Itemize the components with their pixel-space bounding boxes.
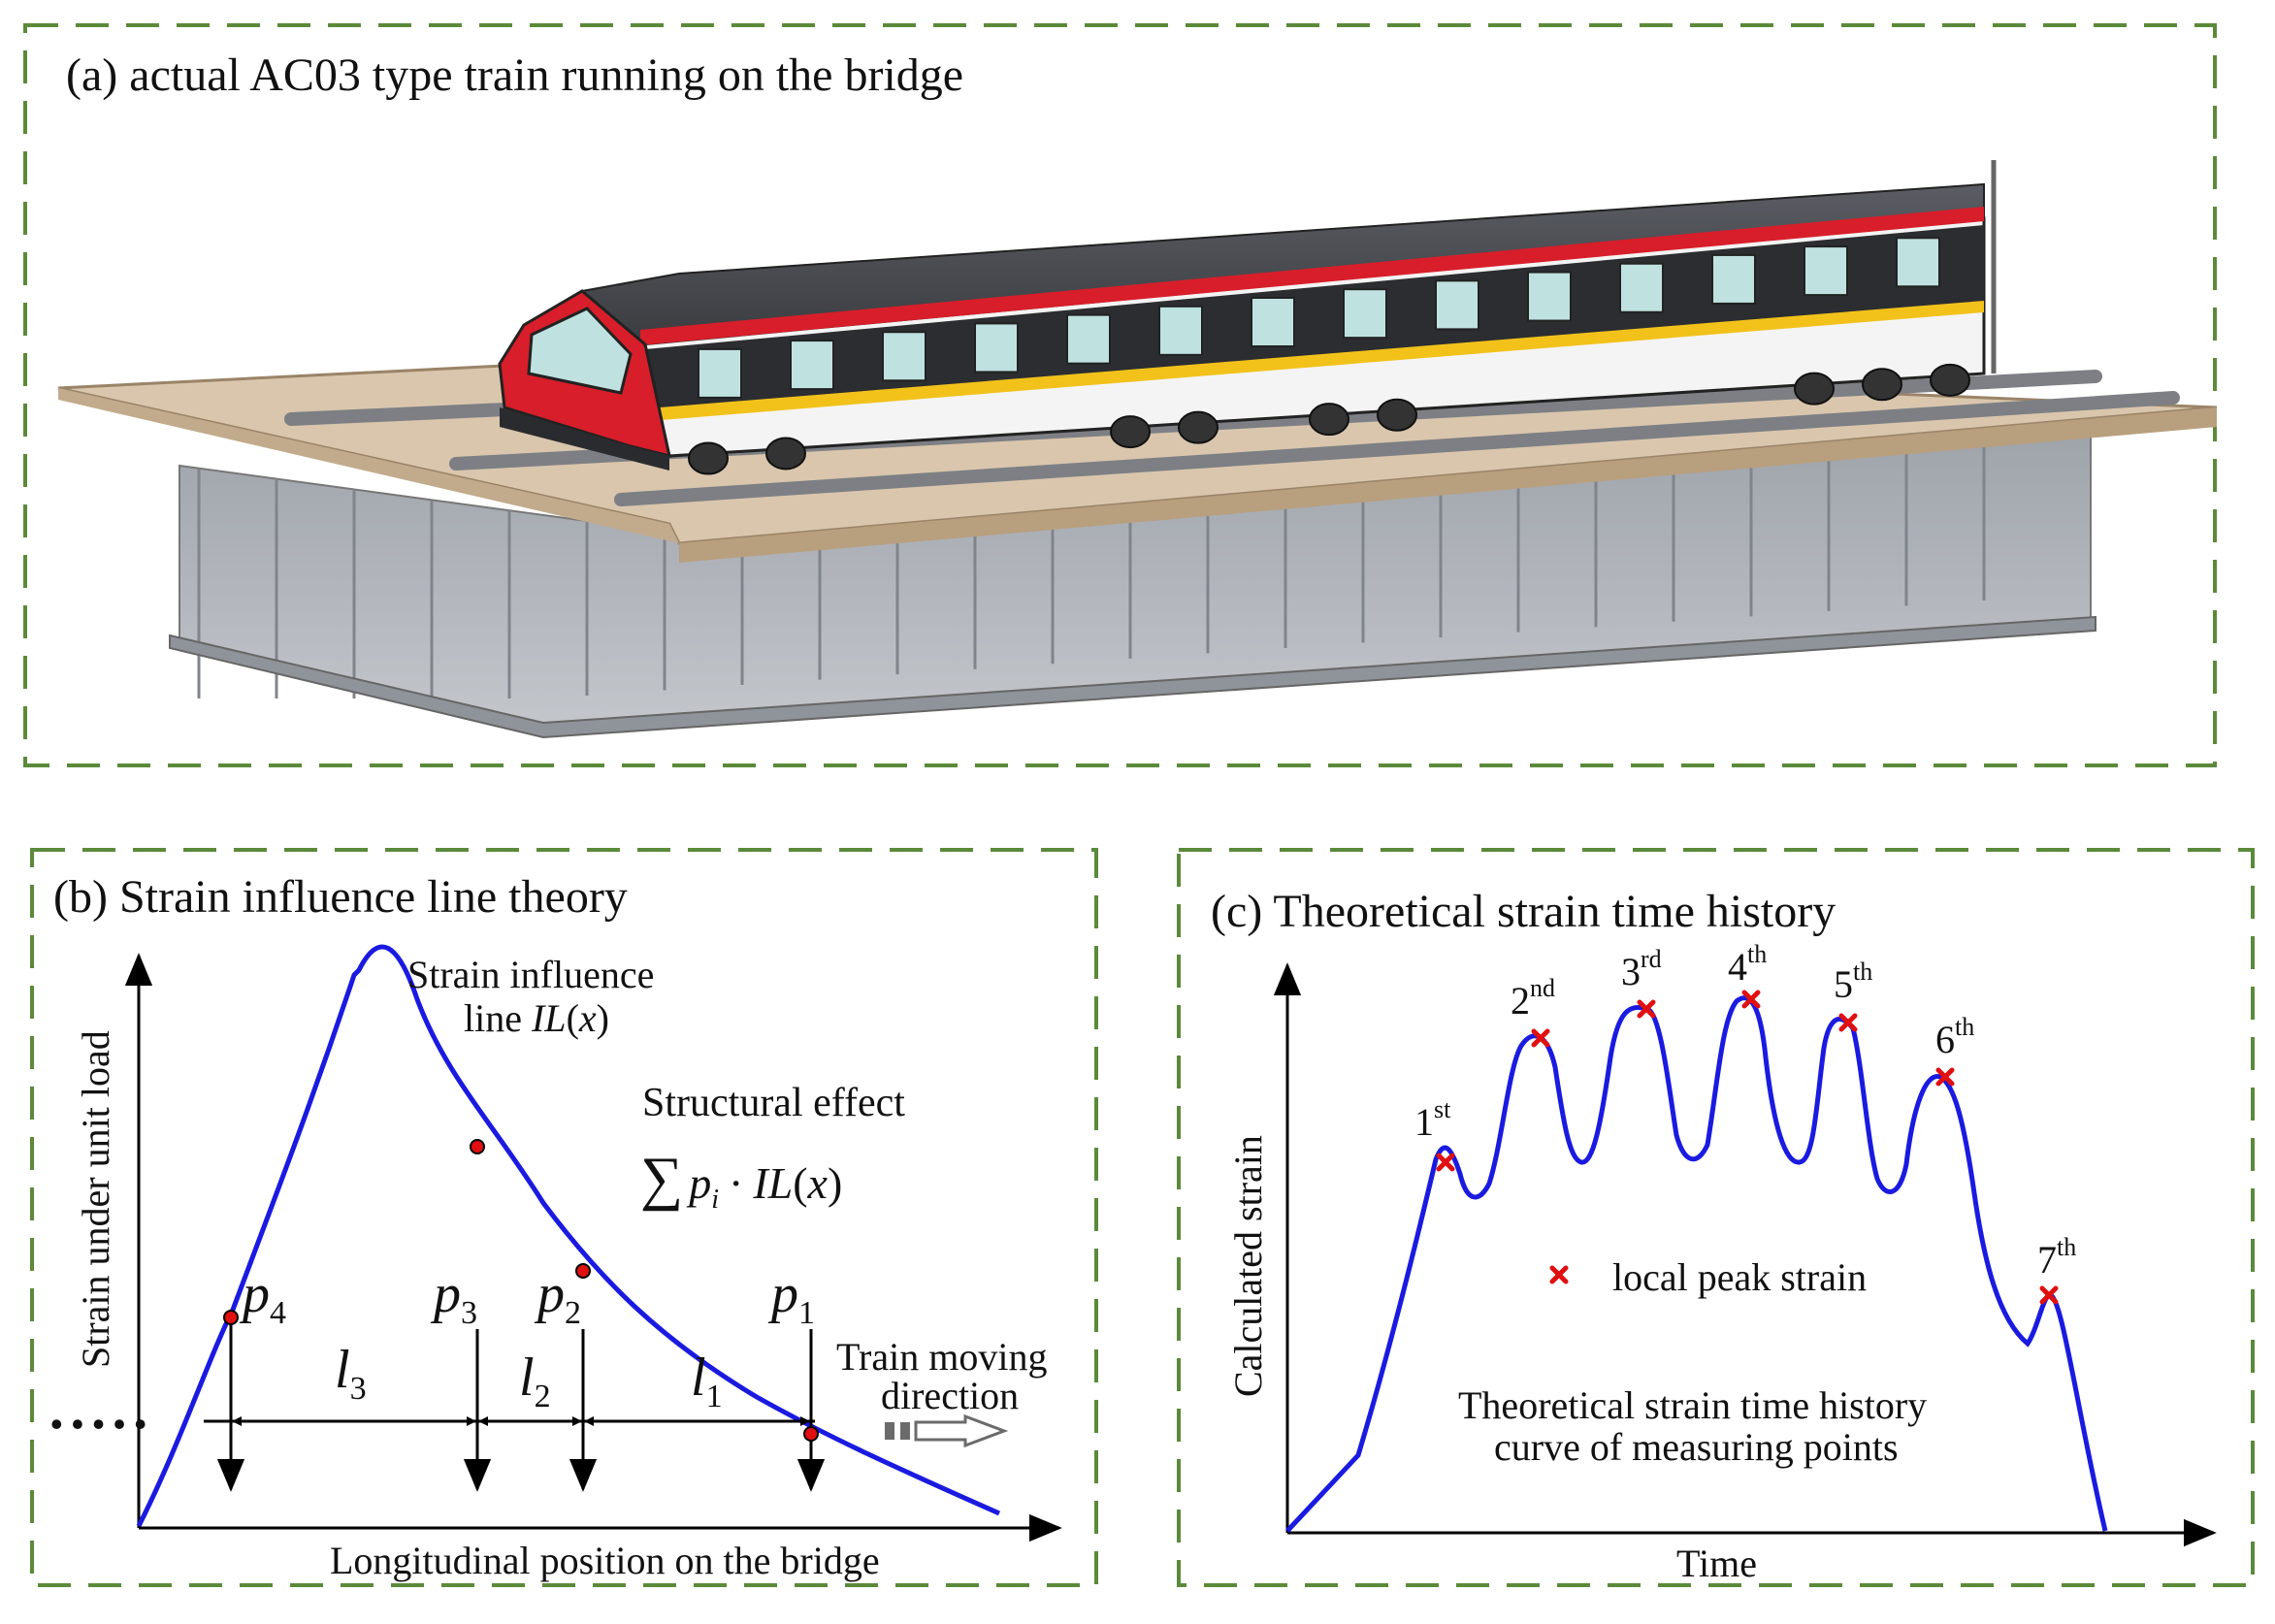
legend-marker-icon xyxy=(1549,1265,1569,1284)
train-window xyxy=(882,331,926,382)
spacing-label-l3: l3 xyxy=(335,1340,367,1407)
train-wheel xyxy=(1794,372,1835,406)
load-label-p3: p3 xyxy=(430,1264,477,1331)
panel-b-y-axis-label: Strain under unit load xyxy=(74,1030,117,1368)
train-wheel xyxy=(1930,363,1970,397)
peak-marker-4 xyxy=(1741,990,1761,1009)
train-window xyxy=(1343,288,1387,340)
strain-time-history-curve xyxy=(1285,995,2108,1533)
train-red-stripe xyxy=(640,207,1984,345)
train-wheel xyxy=(765,437,806,471)
peak-markers xyxy=(1436,990,2059,1305)
spacing-label-l2: l2 xyxy=(519,1348,551,1414)
bridge-deck-edge-right xyxy=(679,407,2217,563)
peak-label-3: 3rd xyxy=(1621,945,1662,993)
direction-label-line2: direction xyxy=(881,1374,1019,1417)
peak-marker-1 xyxy=(1436,1153,1455,1172)
panel-c-y-axis-label: Calculated strain xyxy=(1226,1135,1270,1397)
legend-label: local peak strain xyxy=(1612,1255,1867,1299)
curve-points xyxy=(223,1139,819,1442)
train xyxy=(498,160,1997,475)
train-window xyxy=(1711,253,1756,305)
train-yellow-stripe xyxy=(660,301,1984,420)
curve-point-upper xyxy=(470,1139,485,1154)
peak-label-4: 4th xyxy=(1728,940,1767,989)
panel-b: (b) Strain influence line theory Strain … xyxy=(30,848,1098,1587)
train-wheel xyxy=(1309,403,1349,437)
train-wheel xyxy=(1862,368,1902,402)
curve-label: Strain influence xyxy=(407,953,654,996)
peak-label-5: 5th xyxy=(1834,958,1872,1006)
girder-stiffeners xyxy=(197,434,1986,698)
panel-b-x-axis-label: Longitudinal position on the bridge xyxy=(330,1539,880,1582)
peak-label-6: 6th xyxy=(1935,1013,1974,1061)
train-wheel xyxy=(1377,398,1417,432)
peak-marker-2 xyxy=(1531,1028,1550,1048)
spacing-label-l1: l1 xyxy=(691,1348,723,1414)
peak-label-2: 2nd xyxy=(1511,974,1555,1023)
structural-effect-label: Structural effect xyxy=(642,1081,905,1125)
load-label-p4: p4 xyxy=(239,1264,286,1331)
ellipsis: • • • • • xyxy=(50,1405,146,1444)
panel-c-title: (c) Theoretical strain time history xyxy=(1211,886,1836,937)
load-arrows xyxy=(216,1319,826,1492)
train-window xyxy=(1158,305,1203,356)
peak-marker-5 xyxy=(1838,1013,1858,1032)
train-window xyxy=(974,322,1019,374)
curve-point-p2 xyxy=(575,1263,591,1279)
bridge-train-illustration xyxy=(57,160,2218,739)
train-window xyxy=(1619,262,1664,313)
direction-label-line1: Train moving xyxy=(836,1335,1047,1379)
peak-labels: 1st 2nd 3rd 4th 5th 6th 7th xyxy=(1414,940,2076,1282)
bridge-bottom-flange xyxy=(169,615,2096,739)
train-window xyxy=(1066,313,1111,365)
train-window xyxy=(1251,297,1295,347)
curve-point-p1 xyxy=(803,1426,819,1442)
train-front-bumper xyxy=(500,407,669,471)
train-wheel xyxy=(1178,410,1219,444)
train-bogies xyxy=(688,363,1970,475)
peak-label-7: 7th xyxy=(2037,1233,2076,1282)
load-label-p2: p2 xyxy=(534,1264,581,1331)
caption-line1: Theoretical strain time history xyxy=(1458,1383,1927,1427)
panel-c: (c) Theoretical strain time history Calc… xyxy=(1177,848,2255,1587)
curve-point-p4 xyxy=(223,1310,239,1325)
train-window xyxy=(1435,279,1479,331)
peak-marker-7 xyxy=(2039,1285,2059,1305)
load-labels: p4 p3 p2 p1 xyxy=(239,1264,815,1331)
structural-effect-formula: ∑pi·IL(x) xyxy=(640,1146,842,1215)
panel-c-x-axis-label: Time xyxy=(1676,1542,1757,1585)
spacing-labels: l3 l2 l1 xyxy=(335,1340,723,1414)
train-window xyxy=(698,347,742,399)
panel-b-frame xyxy=(30,848,1098,1587)
peak-label-1: 1st xyxy=(1414,1095,1451,1144)
panel-b-title: (b) Strain influence line theory xyxy=(53,871,628,923)
peak-marker-3 xyxy=(1637,999,1656,1019)
train-window xyxy=(1804,245,1848,297)
influence-line-curve xyxy=(136,944,1001,1528)
caption-line2: curve of measuring points xyxy=(1494,1425,1899,1469)
curve-label-line2: line IL(x) xyxy=(464,996,609,1040)
bridge-deck-edge xyxy=(58,388,679,543)
legend: local peak strain xyxy=(1549,1255,1867,1299)
direction-arrow-icon xyxy=(885,1413,1009,1448)
train-windscreen xyxy=(527,307,633,395)
peak-marker-6 xyxy=(1935,1067,1955,1087)
panel-a-title: (a) actual AC03 type train running on th… xyxy=(66,49,963,101)
panel-a: (a) actual AC03 type train running on th… xyxy=(23,23,2218,767)
train-wheel xyxy=(1110,415,1151,449)
train-wheel xyxy=(688,441,729,475)
train-window xyxy=(1527,271,1572,322)
train-window xyxy=(1896,237,1940,288)
panel-c-frame xyxy=(1177,848,2255,1587)
train-windows xyxy=(698,237,1940,399)
train-window xyxy=(790,340,834,391)
load-label-p1: p1 xyxy=(767,1264,815,1331)
